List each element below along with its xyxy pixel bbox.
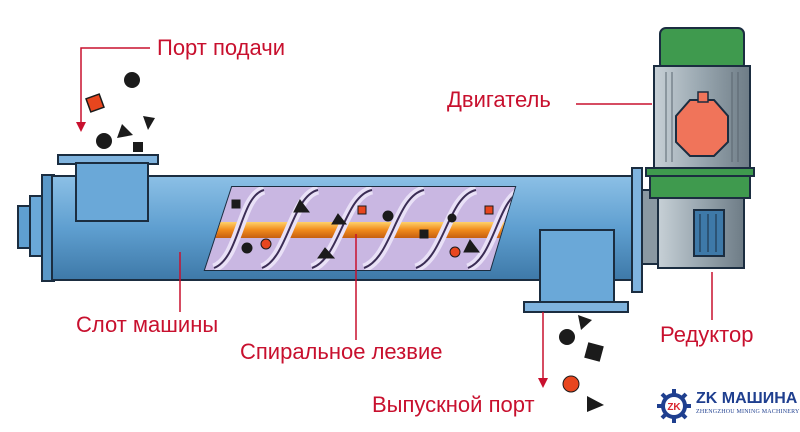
logo-name: ZK МАШИНА: [696, 390, 798, 407]
reducer-gearbox: [641, 189, 745, 269]
left-end-cap: [17, 174, 55, 282]
label-trough: Слот машины: [76, 312, 219, 337]
label-spiral-blade: Спиральное лезвие: [240, 339, 443, 364]
cutaway-interior: [203, 186, 517, 271]
label-feed-port: Порт подачи: [157, 35, 285, 60]
logo-subtitle: ZHENGZHOU MINING MACHINERY: [696, 409, 800, 415]
logo-mark: ZK: [667, 402, 681, 413]
motor: [645, 27, 755, 199]
company-logo: ZK ZK МАШИНА ZHENGZHOU MINING MACHINERY: [656, 388, 799, 424]
right-flange: [631, 167, 643, 293]
label-reducer: Редуктор: [660, 322, 754, 347]
gear-logo-icon: ZK: [657, 389, 691, 423]
callout-lines: [76, 47, 713, 388]
material-inside: [231, 199, 494, 259]
feed-hopper: [57, 154, 159, 222]
falling-material-outlet: [559, 315, 604, 412]
label-motor: Двигатель: [447, 87, 551, 112]
outlet-chute: [523, 229, 629, 313]
spiral-shaft: [205, 222, 515, 238]
falling-material-feed: [85, 72, 155, 152]
label-outlet-port: Выпускной порт: [372, 392, 535, 417]
